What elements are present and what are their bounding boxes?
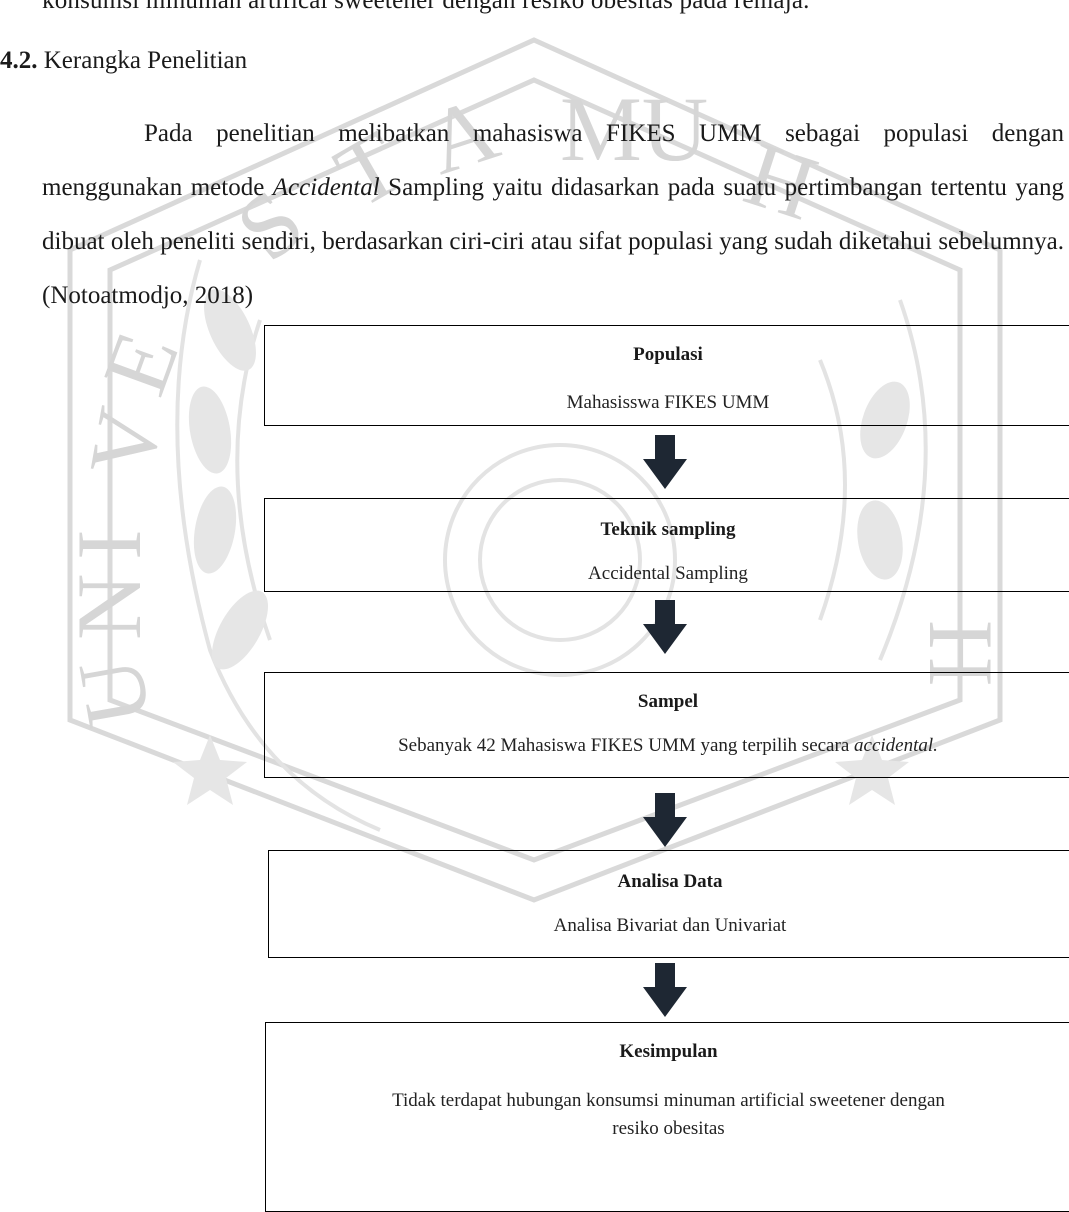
svg-text:E: E	[83, 319, 198, 407]
flow-box-analisa-data: Analisa Data Analisa Bivariat dan Univar…	[268, 850, 1069, 958]
arrow-down-icon	[643, 600, 687, 654]
arrow-down-icon	[643, 963, 687, 1017]
flow-box-title: Analisa Data	[617, 871, 723, 892]
flow-box-populasi: Populasi Mahasisswa FIKES UMM	[264, 325, 1069, 426]
sampel-desc-italic: accidental.	[854, 735, 938, 756]
section-heading: 4.2. Kerangka Penelitian	[0, 47, 247, 75]
svg-text:N: N	[58, 574, 160, 640]
svg-text:V: V	[69, 400, 181, 483]
svg-text:U: U	[58, 651, 170, 734]
flow-box-description: Mahasisswa FIKES UMM	[566, 392, 770, 413]
flow-box-description: Analisa Bivariat dan Univariat	[553, 915, 787, 936]
section-number: 4.2.	[0, 47, 38, 74]
paragraph-text-2: Sampling yaitu didasarkan pada suatu per…	[42, 174, 1064, 309]
paragraph-italic: Accidental	[272, 174, 380, 201]
flow-box-title: Populasi	[633, 344, 703, 365]
arrow-down-icon	[643, 435, 687, 489]
body-paragraph: Pada penelitian melibatkan mahasiswa FIK…	[42, 107, 1064, 323]
arrow-down-icon	[643, 793, 687, 847]
flow-box-title: Kesimpulan	[619, 1041, 718, 1062]
flow-box-sampel: Sampel Sebanyak 42 Mahasiswa FIKES UMM y…	[264, 672, 1069, 778]
flow-box-title: Sampel	[637, 691, 699, 712]
flow-box-title: Teknik sampling	[600, 519, 736, 540]
flow-box-description: Sebanyak 42 Mahasiswa FIKES UMM yang ter…	[265, 735, 1069, 757]
flow-box-teknik-sampling: Teknik sampling Accidental Sampling	[264, 498, 1069, 592]
paragraph-text-1: Pada penelitian melibatkan mahasiswa FIK…	[42, 120, 1064, 201]
previous-paragraph-line: konsumsi minuman artifical sweetener den…	[42, 0, 810, 14]
flow-box-description: Tidak terdapat hubungan konsumsi minuman…	[392, 1090, 945, 1139]
sampel-desc-text: Sebanyak 42 Mahasiswa FIKES UMM yang ter…	[398, 735, 855, 756]
svg-text:I: I	[58, 529, 160, 560]
flow-box-description: Accidental Sampling	[588, 563, 748, 584]
flow-box-kesimpulan: Kesimpulan Tidak terdapat hubungan konsu…	[265, 1022, 1069, 1212]
section-title: Kerangka Penelitian	[43, 47, 248, 74]
